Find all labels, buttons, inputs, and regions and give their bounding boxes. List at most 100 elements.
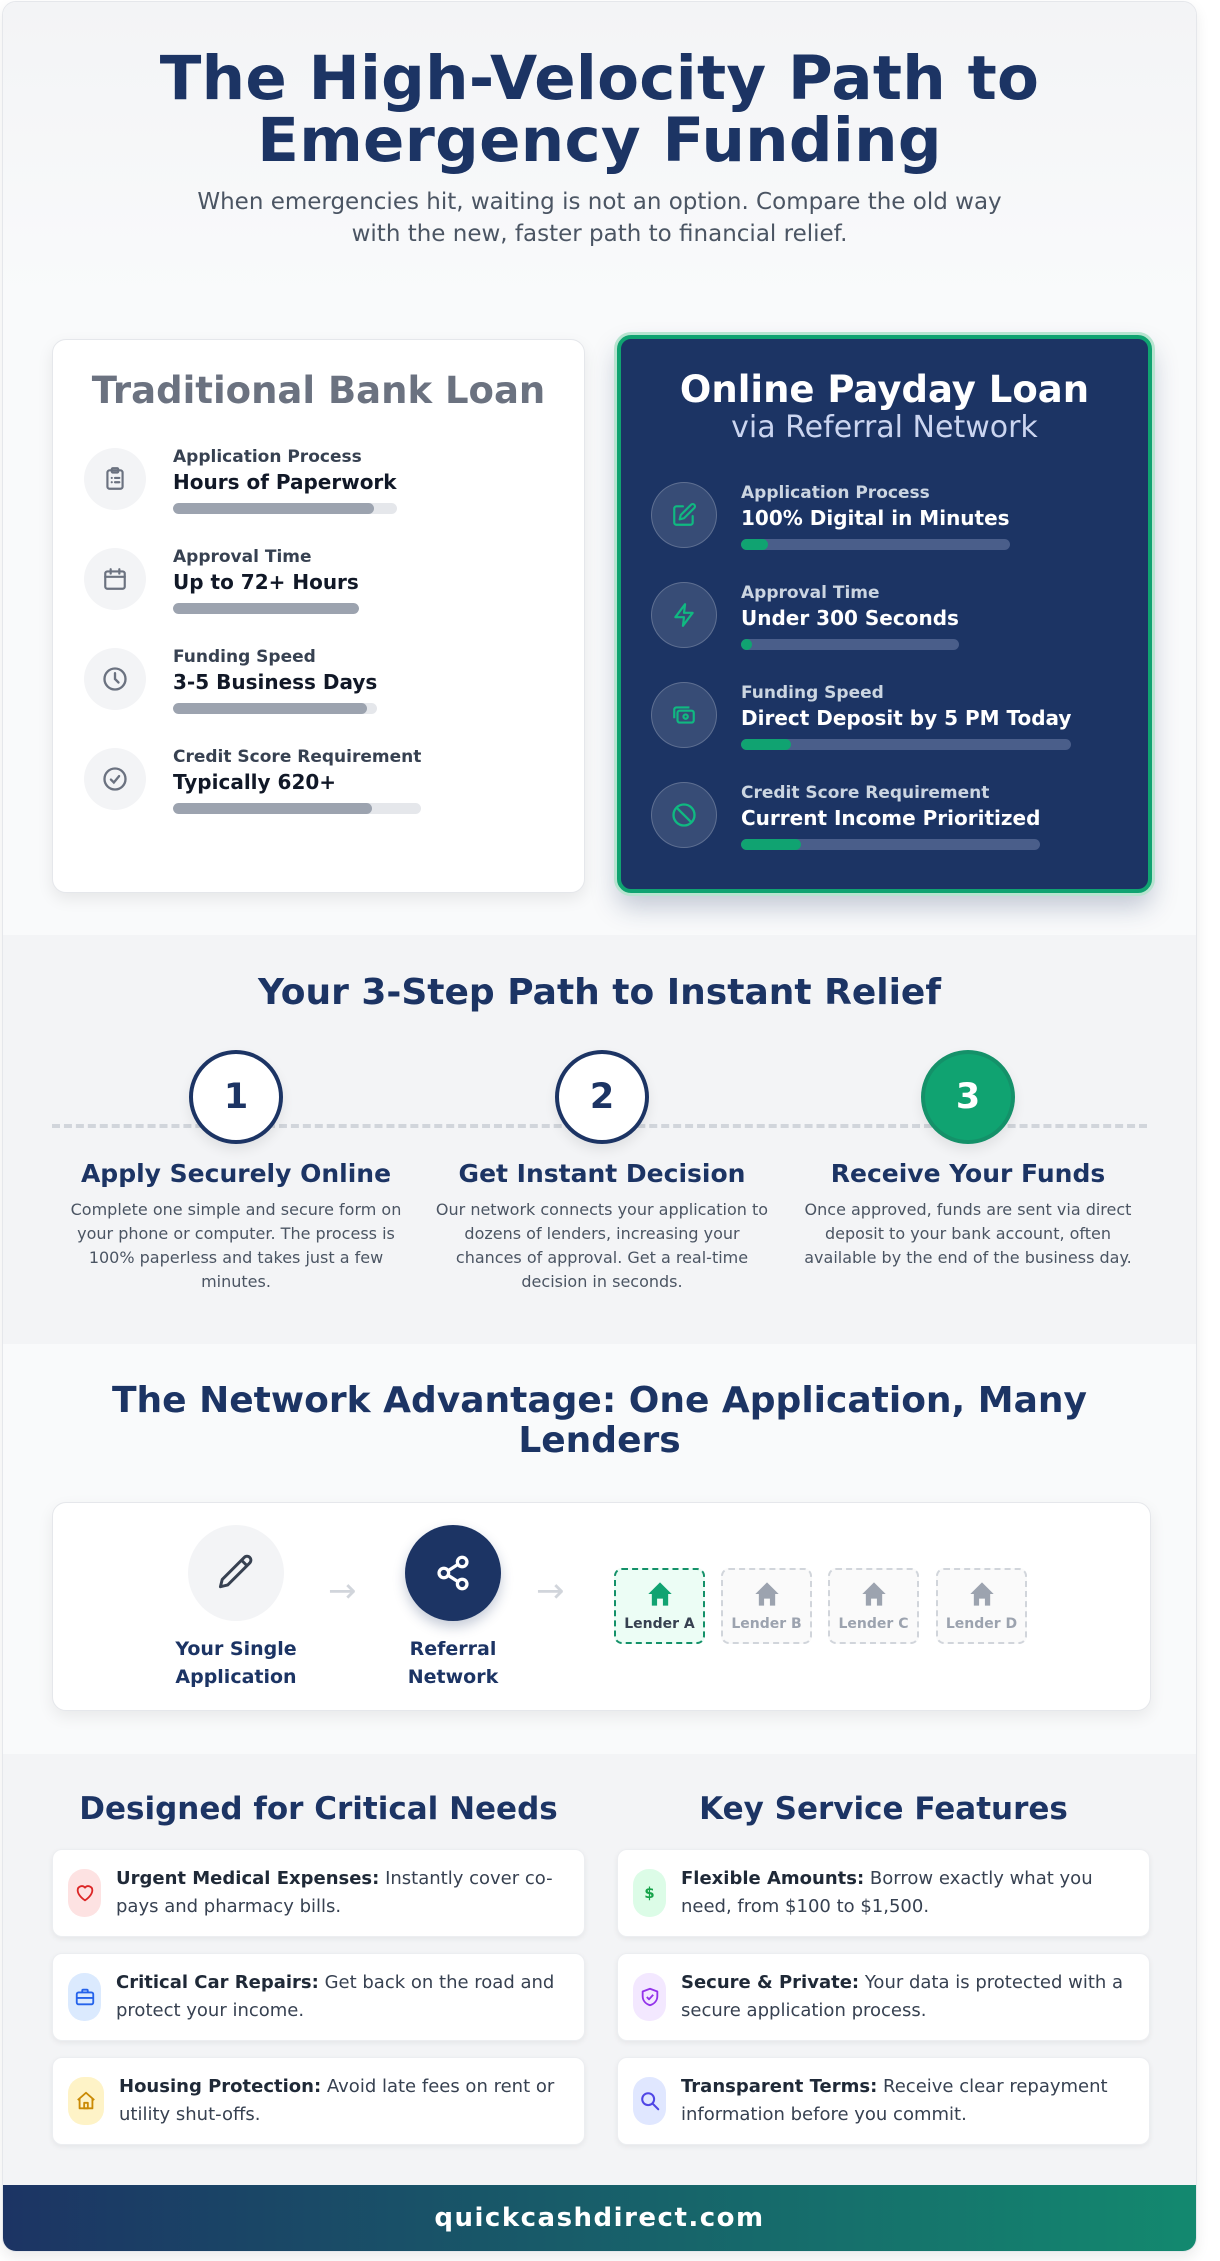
ban-icon xyxy=(651,782,717,848)
step-description: Once approved, funds are sent via direct… xyxy=(804,1200,1132,1267)
need-item-title: Housing Protection: xyxy=(119,2076,322,2097)
row-label: Credit Score Requirement xyxy=(173,747,422,767)
need-item-text: Get back on the road and protect your in… xyxy=(116,1972,555,2021)
need-item-text: Instantly cover co-pays and pharmacy bil… xyxy=(116,1868,553,1917)
progress-bar xyxy=(173,603,359,614)
online-row: Funding Speed Direct Deposit by 5 PM Tod… xyxy=(651,682,1072,782)
lender-name: Lender B xyxy=(731,1616,802,1632)
key-features-title: Key Service Features xyxy=(699,1791,1068,1827)
house-icon xyxy=(754,1582,779,1606)
feature-item-title: Flexible Amounts: xyxy=(681,1868,865,1889)
share-icon xyxy=(405,1525,501,1621)
online-row: Application Process 100% Digital in Minu… xyxy=(651,482,1071,582)
row-value: Current Income Prioritized xyxy=(741,806,1041,830)
edit-icon xyxy=(651,482,717,548)
search-icon xyxy=(633,2077,666,2125)
critical-needs-column: Designed for Critical Needs Urgent Medic… xyxy=(52,1791,585,2145)
footer-domain: quickcashdirect.com xyxy=(434,2203,765,2233)
network-diagram-card: Your Single Application → Referral Netwo… xyxy=(52,1502,1151,1711)
pencil-icon xyxy=(188,1525,284,1621)
need-item: Critical Car Repairs: Get back on the ro… xyxy=(52,1953,585,2041)
house-icon xyxy=(647,1582,672,1606)
check-circle-icon xyxy=(84,748,146,810)
lender-b-box: Lender B xyxy=(721,1568,812,1644)
row-value: Typically 620+ xyxy=(173,770,337,794)
step-description: Our network connects your application to… xyxy=(435,1200,769,1291)
lender-c-box: Lender C xyxy=(828,1568,919,1644)
online-row: Approval Time Under 300 Seconds xyxy=(651,582,1071,682)
progress-bar xyxy=(173,803,422,814)
feature-item: Secure & Private: Your data is protected… xyxy=(617,1953,1150,2041)
clock-icon xyxy=(84,648,146,710)
need-item: Housing Protection: Avoid late fees on r… xyxy=(52,2057,585,2145)
comparison-section: Traditional Bank Loan Application Proces… xyxy=(3,299,1196,935)
arrow-right-icon: → xyxy=(328,1571,357,1611)
need-item-title: Critical Car Repairs: xyxy=(116,1972,319,1993)
row-value: 100% Digital in Minutes xyxy=(741,506,1010,530)
dollar-icon: $ xyxy=(633,1869,666,1917)
row-label: Funding Speed xyxy=(741,683,884,703)
row-value: 3-5 Business Days xyxy=(173,670,378,694)
traditional-row: Funding Speed 3-5 Business Days xyxy=(84,646,421,746)
step-2: 2 Get Instant Decision Our network conne… xyxy=(432,1050,772,1294)
feature-item-text: Your data is protected with a secure app… xyxy=(681,1972,1124,2021)
row-label: Credit Score Requirement xyxy=(741,783,990,803)
cash-icon xyxy=(651,682,717,748)
infographic-page: The High-Velocity Path to Emergency Fund… xyxy=(2,1,1197,2252)
network-title: The Network Advantage: One Application, … xyxy=(112,1380,1087,1461)
lender-name: Lender D xyxy=(945,1616,1018,1632)
step-title: Receive Your Funds xyxy=(830,1159,1106,1188)
need-item-text: Avoid late fees on rent or utility shut-… xyxy=(119,2076,555,2125)
need-item-title: Urgent Medical Expenses: xyxy=(116,1868,380,1889)
key-features-column: Key Service Features $ Flexible Amounts:… xyxy=(617,1791,1150,2145)
clipboard-icon xyxy=(84,448,146,510)
row-label: Approval Time xyxy=(173,547,312,567)
calendar-icon xyxy=(84,548,146,610)
progress-bar xyxy=(173,703,378,714)
row-label: Funding Speed xyxy=(173,647,316,667)
feature-item: $ Flexible Amounts: Borrow exactly what … xyxy=(617,1849,1150,1937)
steps-section: Your 3-Step Path to Instant Relief 1 App… xyxy=(3,935,1196,1344)
single-application-node: Your Single Application xyxy=(166,1525,306,1691)
online-card-title: Online Payday Loan xyxy=(679,368,1090,411)
critical-needs-title: Designed for Critical Needs xyxy=(79,1791,558,1827)
house-icon xyxy=(861,1582,886,1606)
step-title: Apply Securely Online xyxy=(80,1159,392,1188)
row-label: Application Process xyxy=(173,447,362,467)
page-subtitle: When emergencies hit, waiting is not an … xyxy=(197,189,1002,247)
feature-item: Transparent Terms: Receive clear repayme… xyxy=(617,2057,1150,2145)
lender-a-box: Lender A xyxy=(614,1568,705,1644)
house-icon xyxy=(969,1582,994,1606)
progress-bar xyxy=(741,539,1010,550)
node-label: Referral Network xyxy=(407,1638,499,1688)
online-card-subtitle: via Referral Network xyxy=(731,410,1038,445)
row-value: Up to 72+ Hours xyxy=(173,570,359,594)
traditional-row: Approval Time Up to 72+ Hours xyxy=(84,546,421,646)
online-row: Credit Score Requirement Current Income … xyxy=(651,782,1071,882)
row-label: Approval Time xyxy=(741,583,880,603)
progress-bar xyxy=(741,639,959,650)
page-title: The High-Velocity Path to Emergency Fund… xyxy=(159,43,1040,176)
hero-section: The High-Velocity Path to Emergency Fund… xyxy=(3,2,1196,299)
needs-features-section: Designed for Critical Needs Urgent Medic… xyxy=(3,1754,1196,2187)
feature-item-title: Secure & Private: xyxy=(681,1972,860,1993)
shield-check-icon xyxy=(633,1973,666,2021)
feature-item-text: Borrow exactly what you need, from $100 … xyxy=(681,1868,1093,1917)
lightning-icon xyxy=(651,582,717,648)
progress-bar xyxy=(741,839,1041,850)
step-number-badge: 1 xyxy=(189,1050,283,1144)
home-icon xyxy=(68,2077,104,2125)
arrow-right-icon: → xyxy=(536,1571,565,1611)
feature-item-title: Transparent Terms: xyxy=(681,2076,878,2097)
lender-name: Lender C xyxy=(838,1616,909,1632)
referral-network-node: Referral Network xyxy=(383,1525,523,1691)
lender-name: Lender A xyxy=(624,1616,695,1632)
progress-bar xyxy=(173,503,397,514)
traditional-loan-card: Traditional Bank Loan Application Proces… xyxy=(52,339,585,893)
traditional-row: Application Process Hours of Paperwork xyxy=(84,446,421,546)
row-value: Direct Deposit by 5 PM Today xyxy=(741,706,1072,730)
step-1: 1 Apply Securely Online Complete one sim… xyxy=(66,1050,406,1294)
briefcase-icon xyxy=(68,1973,101,2021)
heart-icon xyxy=(68,1869,101,1917)
need-item: Urgent Medical Expenses: Instantly cover… xyxy=(52,1849,585,1937)
